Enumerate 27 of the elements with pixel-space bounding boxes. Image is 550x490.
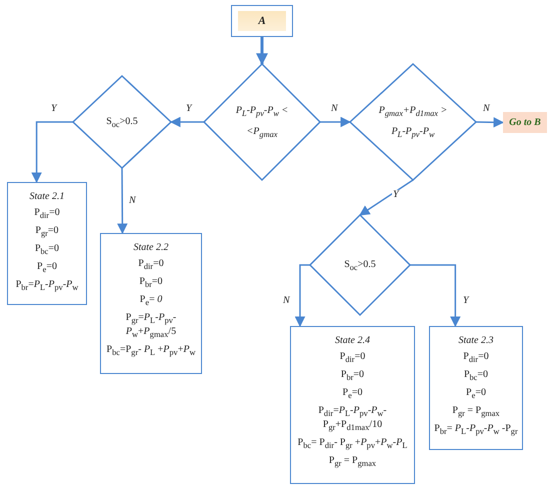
edge-label: Y: [462, 296, 470, 306]
state-box: State 2.1 P$_{dir}$=0 P$_{gr}$=0 P$_{bc}$=0 P$_{e}$=0 P$_{br}$=P$_{L}$-P$_{pv}$-P$_{w}$: [7, 182, 87, 305]
arrow: [320, 116, 352, 128]
arrow: [117, 168, 128, 234]
start-box: A: [231, 5, 293, 37]
arrow: [256, 37, 268, 66]
decision-diamond: P$_{L}$-P$_{pv}$-P$_{w}$ < <P$_{gmax}$: [204, 64, 320, 180]
edge-label: N: [128, 196, 137, 206]
edge-label: Y: [50, 104, 58, 114]
decision-diamond: P$_{gmax}$+P$_{d1max}$ > P$_{L}$-P$_{pv}$-P$_{w}$: [350, 64, 476, 180]
arrow: [359, 179, 414, 216]
connector-box: Go to B: [503, 112, 547, 133]
edge-label: N: [482, 104, 491, 114]
arrow: [170, 116, 204, 128]
edge-label: N: [330, 104, 339, 114]
state-box: State 2.4 P$_{dir}$=0 P$_{br}$=0 P$_{e}$=0 P$_{dir}$=P$_{L}$-P$_{pv}$-P$_{w}$- P$_{gr}$+P$_{d1max}$/10 P$_{bc}$= P$_{dir}$- P$_{gr}$ +P$_{pv}$+P$_{w}$-P$_{L}$ P$_{gr}$ = P$_{gmax}$: [290, 326, 415, 484]
edge-label: Y: [392, 190, 400, 200]
decision-diamond: S$_{oc}$>0.5: [73, 76, 171, 168]
decision-diamond: S$_{oc}$>0.5: [310, 215, 410, 315]
state-box: State 2.2 P$_{dir}$=0 P$_{br}$=0 P$_{e}$= 0 P$_{gr}$=P$_{L}$-P$_{pv}$- P$_{w}$+P$_{gmax}$/5 P$_{bc}$=P$_{gr}$- P$_{L}$ +P$_{pv}$+P$_{w}$: [100, 233, 202, 374]
edge-label: Y: [185, 104, 193, 114]
edge-label: N: [282, 296, 291, 306]
state-box: State 2.3 P$_{dir}$=0 P$_{bc}$=0 P$_{e}$=0 P$_{gr}$ = P$_{gmax}$ P$_{br}$= P$_{L}$-P$_{pv}$-P$_{w}$ -P$_{gr}$: [429, 326, 523, 450]
arrow: [410, 264, 461, 328]
arrow: [294, 264, 310, 328]
arrow: [31, 121, 73, 184]
arrow: [476, 117, 504, 128]
